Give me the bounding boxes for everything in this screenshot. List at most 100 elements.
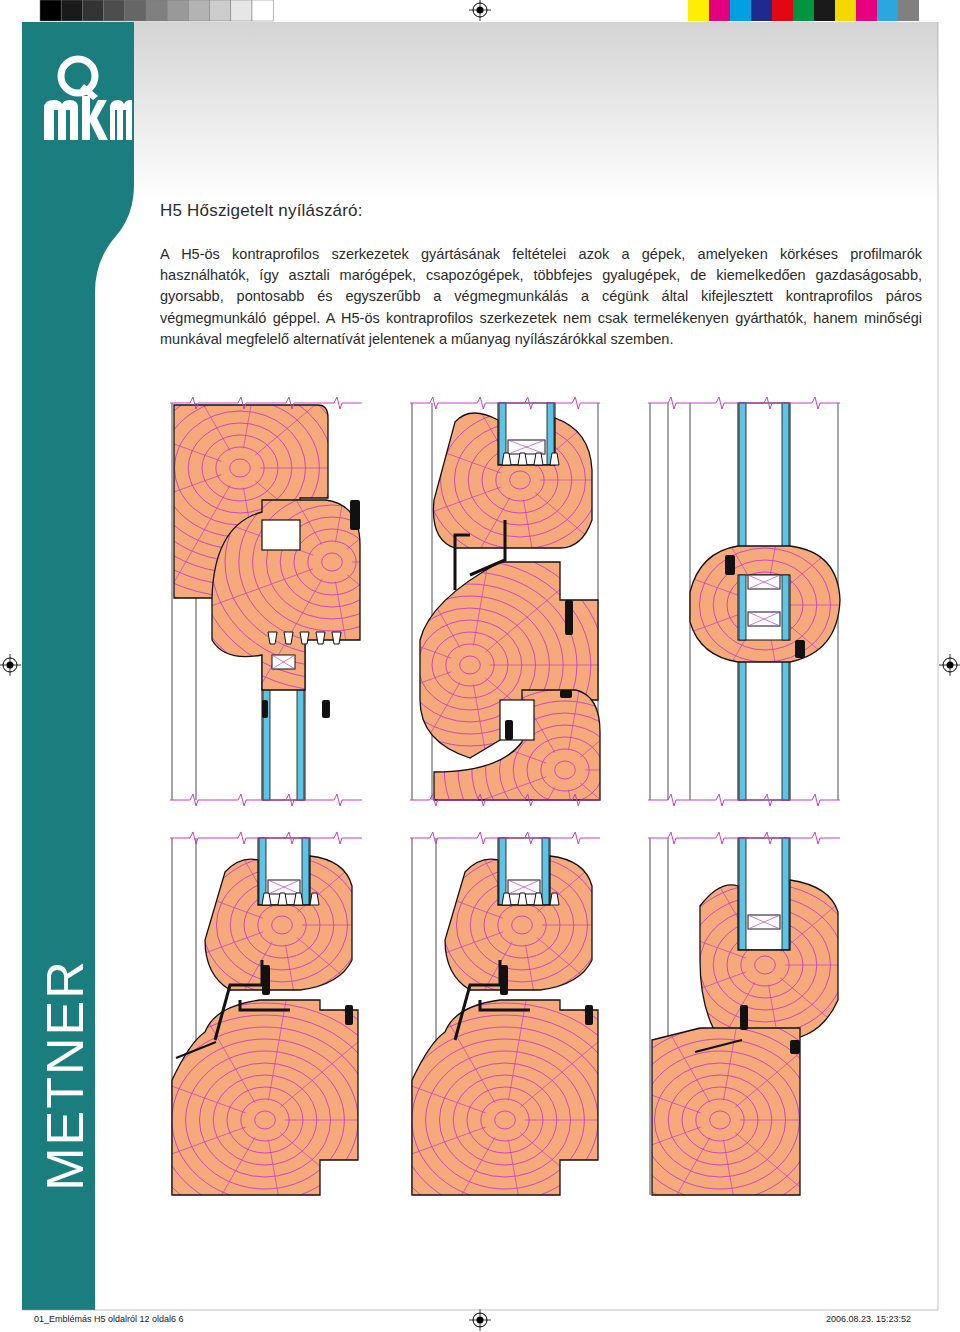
wood-ray (260, 468, 460, 469)
wood-ray (508, 1140, 543, 1332)
seal-gasket (505, 720, 513, 740)
growth-ring (458, 677, 672, 863)
growth-ring (280, 500, 660, 830)
section-line (650, 838, 651, 1195)
growth-ring (175, 832, 389, 1018)
wood-ray (740, 1120, 940, 1121)
growth-ring (544, 967, 896, 1273)
glass-spacer (748, 915, 780, 929)
grey-patch (61, 0, 82, 21)
profile-tooth (332, 632, 341, 644)
wood-outline (434, 690, 600, 800)
growth-ring (343, 979, 667, 1261)
wood-ray (125, 487, 313, 555)
wood-ray (580, 783, 733, 912)
wood-ray (360, 474, 460, 647)
profile-tooth (534, 893, 543, 905)
growth-ring (211, 440, 729, 890)
grey-patch (167, 0, 188, 21)
growth-ring (272, 916, 293, 934)
wood-section (172, 1000, 358, 1195)
glass-pane (542, 838, 549, 905)
break-line (170, 397, 362, 409)
break-line (410, 794, 600, 806)
growth-ring (308, 541, 356, 583)
wood-section (652, 1028, 800, 1195)
wood-ray (723, 903, 758, 1100)
grey-patch (252, 0, 273, 21)
wood-section (205, 856, 352, 990)
growth-ring (644, 500, 886, 710)
wood-ray (520, 979, 673, 1108)
glass-spacer (748, 612, 780, 626)
growth-ring (46, 313, 619, 811)
growth-ring (479, 356, 960, 854)
glass-pane (302, 838, 309, 905)
growth-ring (61, 943, 468, 1297)
growth-ring (475, 907, 960, 1332)
body-paragraph: A H5-ös kontraprofilos szerkezetek gyárt… (160, 244, 922, 350)
wood-ray (735, 1133, 888, 1262)
seal-gasket (500, 965, 508, 995)
growth-ring (479, 716, 960, 1214)
glazing-unit (738, 838, 790, 950)
growth-ring (241, 1099, 289, 1141)
growth-ring (399, 375, 641, 585)
seal-gasket (345, 1005, 353, 1025)
profile-tooth (268, 632, 277, 644)
seal-gasket (790, 1040, 800, 1054)
wood-outline (690, 546, 840, 662)
growth-ring (430, 653, 699, 887)
seal-gasket (560, 690, 572, 698)
profile-tooth (550, 453, 559, 465)
window-section-drawings (0, 219, 960, 1332)
seal-gasket (585, 1005, 593, 1025)
wood-ray (33, 475, 221, 543)
wood-outline (652, 1028, 800, 1195)
growth-ring (599, 1015, 841, 1225)
print-timestamp: 2006.08.23. 15:23:52 (826, 1314, 911, 1324)
break-line (170, 832, 362, 844)
glass-spacer (748, 612, 780, 626)
growth-ring (541, 749, 589, 791)
colour-patch (730, 0, 751, 21)
rebate-groove (262, 520, 300, 550)
wood-ray (558, 530, 746, 598)
growth-ring (329, 967, 681, 1273)
glazing-unit (258, 838, 310, 905)
section-line (412, 403, 413, 800)
growth-ring (481, 1099, 529, 1141)
glass-pane (739, 575, 746, 640)
break-line (648, 794, 840, 806)
wood-ray (780, 978, 933, 1107)
glazing-unit (738, 403, 790, 800)
profile-tooth (294, 893, 303, 905)
wood-grain (184, 416, 757, 914)
glass-spacer (508, 440, 545, 454)
growth-ring (696, 1099, 744, 1141)
registration-mark (480, 0, 481, 21)
wood-ray (313, 487, 501, 555)
growth-ring (266, 488, 673, 842)
glass-pane (739, 403, 746, 800)
wood-ray (268, 1140, 303, 1332)
wood-ray (780, 824, 933, 953)
wood-section (700, 880, 838, 1040)
wood-ray (723, 1140, 758, 1332)
wood-ray (395, 1137, 495, 1310)
wood-ray (280, 1133, 433, 1262)
wood-ray (768, 388, 803, 585)
growth-ring (548, 416, 960, 794)
wood-ray (520, 1133, 673, 1262)
grey-patch (146, 0, 167, 21)
growth-ring (239, 464, 701, 866)
wood-ray (222, 579, 322, 752)
growth-ring (103, 979, 427, 1261)
growth-ring (572, 991, 869, 1249)
wood-ray (610, 929, 710, 1102)
wood-ray (285, 708, 320, 905)
drip-profile (176, 1042, 216, 1058)
growth-ring (322, 553, 343, 571)
seal-gasket (795, 640, 805, 658)
